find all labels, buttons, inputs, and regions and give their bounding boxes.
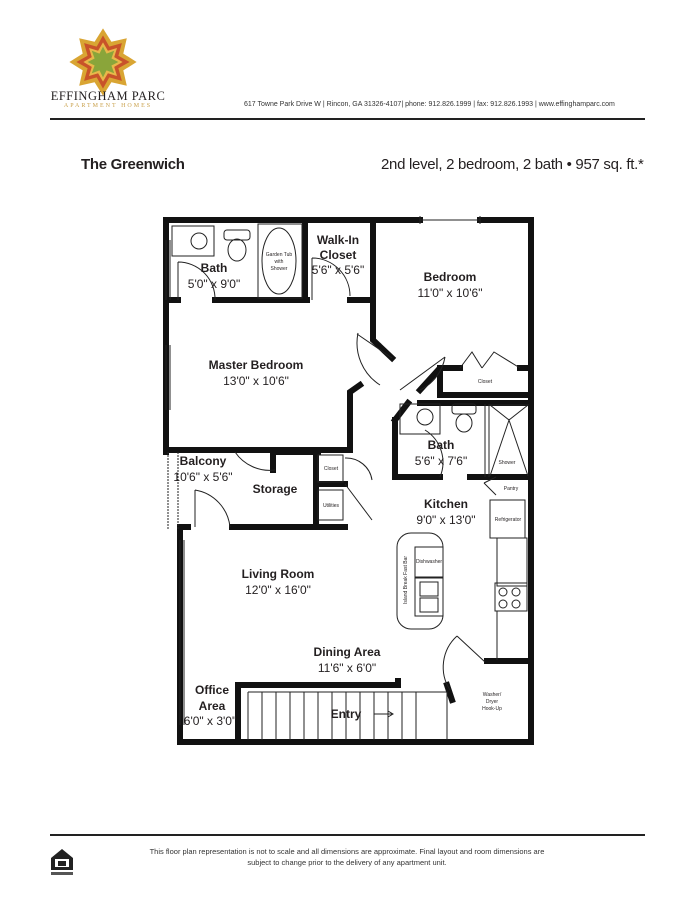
disclaimer-line: This floor plan representation is not to… xyxy=(149,847,545,856)
walkin-name: Closet xyxy=(320,248,357,262)
washer-label: Washer/ xyxy=(483,692,502,698)
master-name: Master Bedroom xyxy=(209,358,304,372)
dishwasher-label: Dishwasher xyxy=(416,559,442,565)
kitchen-dims: 9'0" x 13'0" xyxy=(416,513,475,527)
utilities-label: Utilities xyxy=(323,503,340,509)
kitchen-name: Kitchen xyxy=(424,497,468,511)
storage-name: Storage xyxy=(253,482,298,496)
garden-tub-label: Shower xyxy=(271,266,288,272)
equal-housing-opportunity-icon xyxy=(51,849,73,875)
dining-name: Dining Area xyxy=(314,645,381,659)
walkin-dims: 5'6" x 5'6" xyxy=(312,263,364,277)
bath2-dims: 5'6" x 7'6" xyxy=(415,454,467,468)
bedroom-name: Bedroom xyxy=(424,270,477,284)
thin-lines xyxy=(165,216,530,740)
living-name: Living Room xyxy=(242,567,315,581)
pantry-label: Pantry xyxy=(504,486,519,492)
disclaimer-line: subject to change prior to the delivery … xyxy=(247,858,447,867)
bath2-name: Bath xyxy=(428,438,455,452)
walls xyxy=(163,217,534,745)
plan-summary: 2nd level, 2 bedroom, 2 bath • 957 sq. f… xyxy=(381,156,644,173)
master-dims: 13'0" x 10'6" xyxy=(223,374,289,388)
garden-tub-label: Garden Tub xyxy=(266,252,293,258)
effingham-parc-logo xyxy=(69,28,137,96)
shower-label: Shower xyxy=(499,460,516,466)
balcony-dims: 10'6" x 5'6" xyxy=(173,470,232,484)
bath1-name: Bath xyxy=(201,261,228,275)
washer-label: Dryer xyxy=(486,699,499,705)
brand-name: EFFINGHAM PARC xyxy=(50,89,166,103)
walkin-name: Walk-In xyxy=(317,233,359,247)
closet-hall-label: Closet xyxy=(324,466,339,472)
dining-dims: 11'6" x 6'0" xyxy=(318,661,376,675)
entry-label: Entry xyxy=(331,707,362,721)
living-dims: 12'0" x 16'0" xyxy=(245,583,311,597)
bath1-dims: 5'0" x 9'0" xyxy=(188,277,240,291)
room-labels: Bath 5'0" x 9'0" Garden Tub with Shower … xyxy=(173,233,521,728)
bedroom-dims: 11'0" x 10'6" xyxy=(418,286,483,300)
garden-tub-label: with xyxy=(275,259,284,265)
balcony-name: Balcony xyxy=(180,454,227,468)
header-divider xyxy=(50,118,645,120)
washer-label: Hook-Up xyxy=(482,706,502,712)
plan-title: The Greenwich xyxy=(81,156,185,173)
office-name: Office xyxy=(195,683,229,697)
refrigerator-label: Refrigerator xyxy=(495,517,522,523)
disclaimer: This floor plan representation is not to… xyxy=(130,846,564,868)
contact-info: 617 Towne Park Drive W | Rincon, GA 3132… xyxy=(244,101,615,108)
office-name: Area xyxy=(199,699,226,713)
star-logo-icon xyxy=(69,28,137,96)
closet-label: Closet xyxy=(478,379,493,385)
office-dims: 6'0" x 3'0" xyxy=(184,714,236,728)
footer-divider xyxy=(50,834,645,836)
island-label: Island Break Fast Bar xyxy=(403,556,409,604)
brand-tagline: APARTMENT HOMES xyxy=(63,103,153,109)
